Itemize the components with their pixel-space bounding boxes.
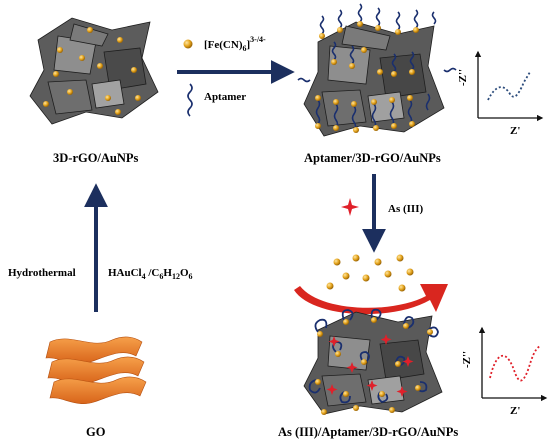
arsenic-ions (326, 334, 414, 397)
folded-aptamer-strands (308, 308, 439, 404)
aptamer-rgo-aunps-structure (297, 3, 457, 137)
aptamer-strands (297, 3, 457, 131)
label-final-complex: As (III)/Aptamer/3D-rGO/AuNPs (278, 425, 458, 439)
graphene-oxide-sheets (45, 336, 147, 404)
released-probe-particles (326, 254, 414, 292)
final-complex-structure (303, 308, 443, 415)
label-rgo-aunps: 3D-rGO/AuNPs (53, 151, 139, 165)
eis-ylabel-arsenic: -Z'' (461, 351, 473, 368)
eis-curve-arsenic (489, 345, 541, 382)
arsenic-star-icon (341, 198, 359, 216)
gold-nanoparticles (315, 21, 419, 133)
rgo-aunps-structure (29, 17, 159, 125)
gold-nanoparticles (315, 317, 433, 415)
aptamer-strand-icon (187, 83, 193, 117)
label-arsenic-reagent: As (III) (388, 203, 423, 215)
label-haucl-glucose: HAuCl4 /C6H12O6 (108, 267, 193, 281)
eis-plot-arsenic: -Z'' Z' (461, 326, 548, 417)
label-ferricyanide-probe: [Fe(CN)6]3-/4- (204, 35, 266, 53)
ferricyanide-probe-dot (183, 39, 193, 49)
eis-plot-aptamer: -Z'' Z' (457, 50, 544, 137)
eis-xlabel-aptamer: Z' (510, 125, 520, 137)
eis-curve-aptamer (487, 71, 531, 101)
label-hydrothermal: Hydrothermal (8, 267, 76, 279)
eis-xlabel-arsenic: Z' (510, 405, 520, 417)
label-aptamer-rgo-aunps: Aptamer/3D-rGO/AuNPs (304, 151, 441, 165)
gold-nanoparticles (43, 27, 141, 115)
label-go: GO (86, 425, 106, 439)
label-aptamer-reagent: Aptamer (204, 91, 246, 103)
release-curved-arrow (294, 284, 448, 315)
eis-ylabel-aptamer: -Z'' (457, 69, 469, 86)
